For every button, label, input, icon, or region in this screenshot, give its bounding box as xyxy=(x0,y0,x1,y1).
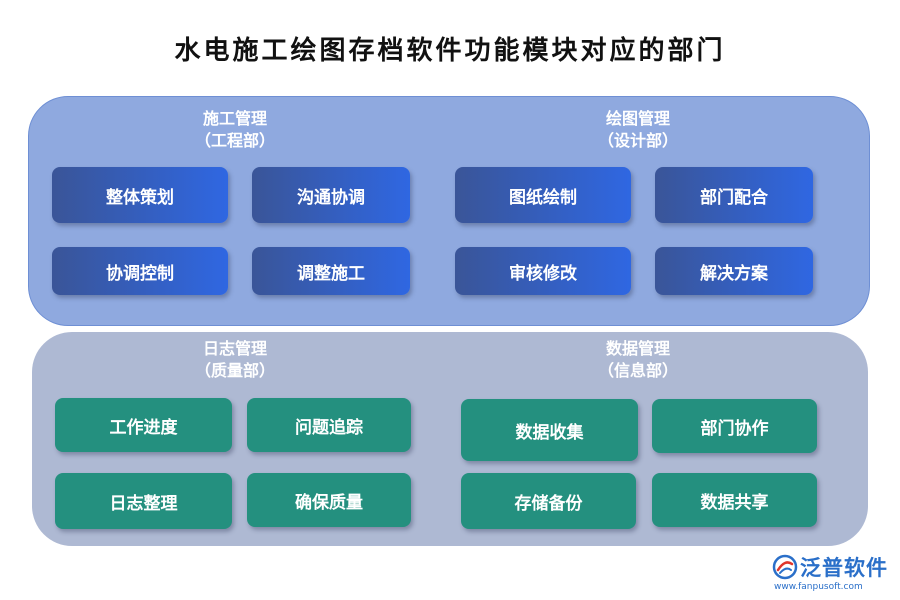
module-box: 整体策划 xyxy=(52,167,228,223)
module-box: 协调控制 xyxy=(52,247,228,295)
module-box: 部门配合 xyxy=(655,167,813,223)
section-title-construction: 施工管理 （工程部） xyxy=(155,108,315,152)
module-box: 沟通协调 xyxy=(252,167,410,223)
module-box: 日志整理 xyxy=(55,473,232,529)
section-name: 绘图管理 xyxy=(605,109,670,128)
section-title-data: 数据管理 （信息部） xyxy=(558,338,718,382)
module-box: 确保质量 xyxy=(247,473,411,527)
module-box: 图纸绘制 xyxy=(455,167,631,223)
section-dept: （信息部） xyxy=(597,361,678,380)
section-name: 数据管理 xyxy=(605,339,670,358)
module-box: 审核修改 xyxy=(455,247,631,295)
diagram-title: 水电施工绘图存档软件功能模块对应的部门 xyxy=(174,36,726,66)
section-name: 日志管理 xyxy=(202,339,267,358)
module-box: 数据收集 xyxy=(461,399,638,461)
module-box: 存储备份 xyxy=(461,473,636,529)
module-box: 数据共享 xyxy=(652,473,817,527)
module-box: 调整施工 xyxy=(252,247,410,295)
module-box: 问题追踪 xyxy=(247,398,411,452)
section-title-log: 日志管理 （质量部） xyxy=(155,338,315,382)
section-name: 施工管理 xyxy=(202,109,267,128)
brand-name: 泛普软件 xyxy=(800,556,888,580)
section-dept: （质量部） xyxy=(194,361,275,380)
section-title-drawing: 绘图管理 （设计部） xyxy=(558,108,718,152)
section-dept: （工程部） xyxy=(194,131,275,150)
section-dept: （设计部） xyxy=(597,131,678,150)
brand-url: www.fanpusoft.com xyxy=(774,582,863,592)
module-box: 解决方案 xyxy=(655,247,813,295)
fanpu-logo-icon xyxy=(772,554,798,580)
module-box: 工作进度 xyxy=(55,398,232,452)
brand-logo: 泛普软件 www.fanpusoft.com xyxy=(772,552,896,598)
module-box: 部门协作 xyxy=(652,399,817,453)
